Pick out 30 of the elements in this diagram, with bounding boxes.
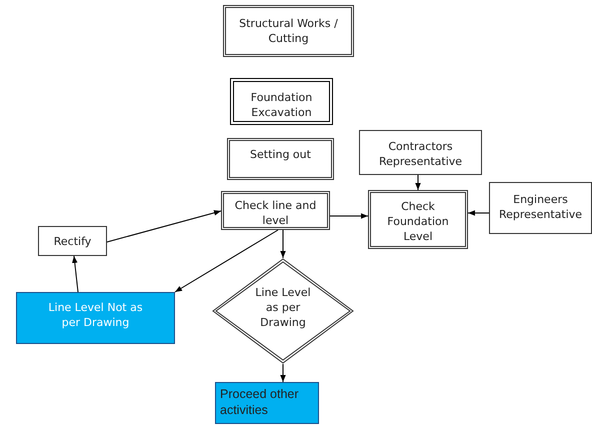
box-label: Check line and level [234,198,318,228]
arrow [280,364,286,382]
box-label: Check Foundation Level [386,199,450,244]
arrow [330,213,368,219]
arrow [72,256,78,292]
arrow [106,210,222,242]
box-label: Line Level Not as per Drawing [47,300,144,330]
box-label: Foundation Excavation [250,90,314,120]
process-box [215,382,319,424]
box-label: Line Level as per Drawing [254,285,312,330]
box-label: Engineers Representative [498,192,584,222]
box-label: Structural Works / Cutting [238,16,339,46]
process-box [223,5,354,57]
process-box [489,182,592,234]
process-box [38,226,107,256]
arrow [280,230,286,258]
arrow [174,230,278,292]
box-label: Setting out [249,147,312,162]
process-box [359,130,482,175]
process-box [221,191,330,230]
process-box [230,78,333,125]
arrow [415,174,421,190]
process-box [368,190,468,249]
box-label: Proceed other activities [219,386,300,418]
box-label: Contractors Representative [378,139,464,169]
process-box [16,292,175,344]
box-label: Rectify [52,234,92,249]
arrow [468,210,490,216]
decision-diamond [212,258,354,364]
process-box [227,138,334,180]
